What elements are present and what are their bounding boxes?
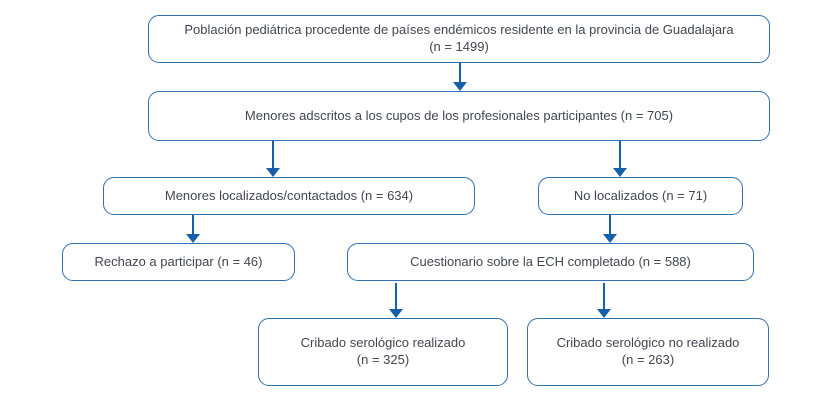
node-label: Menores adscritos a los cupos de los pro… [244,107,674,123]
arrow-cuestionario-to-cribado-no-realizado [597,283,611,318]
arrow-cuestionario-to-cribado-realizado [389,283,403,318]
arrow-head-icon [613,168,627,177]
node-label: Cribado serológico no realizado [556,335,740,351]
node-count: (n = 1499) [429,39,489,54]
node-count: (n = 263) [621,352,675,367]
node-rechazo: Rechazo a participar (n = 46) [62,243,295,281]
arrow-shaft [619,141,621,170]
arrow-shaft [395,283,397,311]
arrow-shaft [192,215,194,236]
node-label: Cuestionario sobre la ECH completado (n … [410,253,691,269]
arrow-no-localizados-to-cuestionario [603,215,617,243]
arrow-localizados-to-rechazo [186,215,200,243]
arrow-poblacion-to-adscritos [453,63,467,91]
node-cuestionario: Cuestionario sobre la ECH completado (n … [347,243,754,281]
node-label: Menores localizados/contactados (n = 634… [164,187,414,203]
arrow-head-icon [389,309,403,318]
node-menores-adscritos: Menores adscritos a los cupos de los pro… [148,91,770,141]
arrow-adscritos-to-no-localizados [613,141,627,177]
arrow-shaft [603,283,605,311]
arrow-head-icon [603,234,617,243]
arrow-shaft [459,63,461,84]
arrow-head-icon [266,168,280,177]
arrow-head-icon [453,82,467,91]
node-label: Rechazo a participar (n = 46) [94,253,263,269]
node-label: No localizados (n = 71) [573,187,708,203]
node-menores-localizados: Menores localizados/contactados (n = 634… [103,177,475,215]
arrow-adscritos-to-localizados [266,141,280,177]
arrow-head-icon [597,309,611,318]
arrow-shaft [609,215,611,236]
node-poblacion-pediatrica: Población pediátrica procedente de paíse… [148,15,770,63]
node-label: Población pediátrica procedente de paíse… [184,22,734,38]
arrow-shaft [272,141,274,170]
node-cribado-no-realizado: Cribado serológico no realizado (n = 263… [527,318,769,386]
node-no-localizados: No localizados (n = 71) [538,177,743,215]
node-cribado-realizado: Cribado serológico realizado (n = 325) [258,318,508,386]
arrow-head-icon [186,234,200,243]
node-label: Cribado serológico realizado [300,335,466,351]
node-count: (n = 325) [356,352,410,367]
